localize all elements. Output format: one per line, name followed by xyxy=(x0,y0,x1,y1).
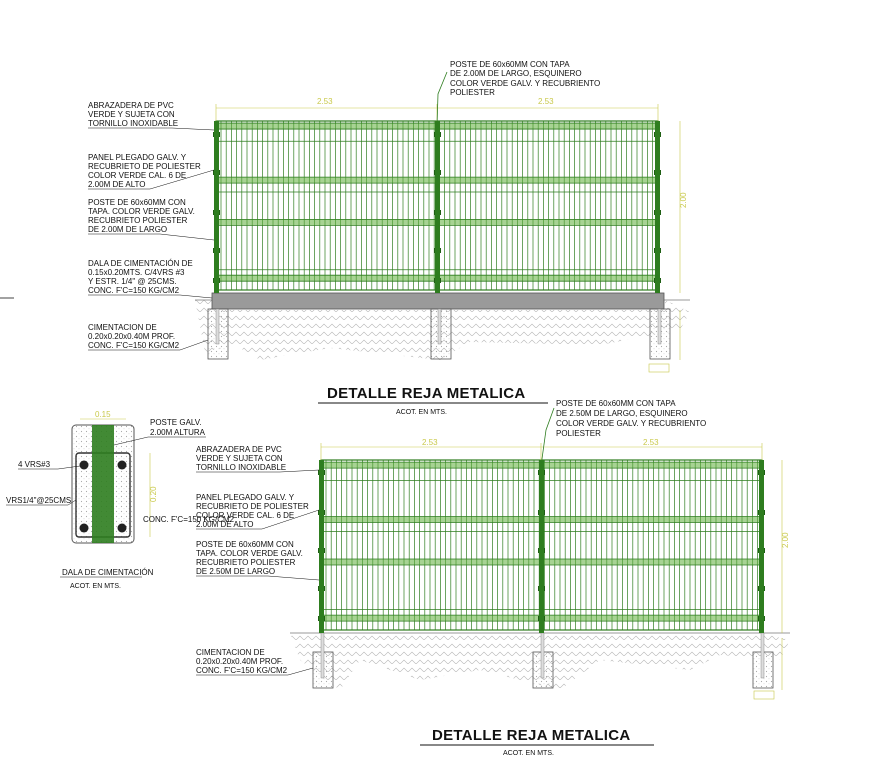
note-footing: 0.20x0.20x0.40M PROF. xyxy=(196,657,283,666)
note-beam: CONC. F'C=150 KG/CM2 xyxy=(88,286,180,295)
post-right xyxy=(655,121,660,293)
note-leader xyxy=(57,465,81,470)
post-note-line: COLOR VERDE GALV. Y RECUBRIENTO xyxy=(450,79,600,88)
note-post: POSTE DE 60x60MM CON xyxy=(88,198,186,207)
dim-height-label: 2.00 xyxy=(679,192,688,208)
note-leader xyxy=(179,294,213,299)
note-leader xyxy=(171,127,215,131)
post-foot-right xyxy=(760,632,765,679)
post-foot-center xyxy=(437,308,442,345)
dim-height-label: 2.00 xyxy=(781,532,790,548)
note-post: DE 2.50M DE LARGO xyxy=(196,567,275,576)
note-post: RECUBRIETO POLIESTER xyxy=(88,216,188,225)
note-post: RECUBRIETO POLIESTER xyxy=(196,558,296,567)
post-leader xyxy=(436,71,448,127)
note-leader xyxy=(279,469,320,473)
post-note-line: POSTE DE 60x60MM CON TAPA xyxy=(450,60,570,69)
note-footing: CONC. F'C=150 KG/CM2 xyxy=(88,341,180,350)
bars-label: 4 VRS#3 xyxy=(18,460,51,469)
post-foot-left xyxy=(320,632,325,679)
note-footing: CIMENTACION DE xyxy=(88,323,157,332)
note-beam: DALA DE CIMENTACIÓN DE xyxy=(88,259,193,268)
post-note-line: DE 2.50M DE LARGO, ESQUINERO xyxy=(556,409,688,418)
section-title: DALA DE CIMENTACIÓN xyxy=(62,568,154,577)
rebar xyxy=(117,460,127,470)
note-leader xyxy=(67,499,77,506)
post-foot-left xyxy=(215,308,220,345)
note-panel: PANEL PLEGADO GALV. Y xyxy=(88,153,187,162)
note-leader xyxy=(159,233,215,241)
note-panel: RECUBRIETO DE POLIESTER xyxy=(196,502,309,511)
stirrup-label: VRS1/4"@25CMS xyxy=(6,496,71,505)
detail-title: DETALLE REJA METALICA xyxy=(327,385,526,402)
dim-right-label: 2.53 xyxy=(643,438,659,447)
note-panel: COLOR VERDE CAL. 6 DE xyxy=(88,171,186,180)
note-post: POSTE DE 60x60MM CON xyxy=(196,540,294,549)
note-clamp: TORNILLO INOXIDABLE xyxy=(88,119,178,128)
note-post: DE 2.00M DE LARGO xyxy=(88,225,167,234)
rebar xyxy=(79,460,89,470)
detail-1: 2.53 2.53 2.00 POSTE DE 60x60MM CON TAPA… xyxy=(88,60,690,416)
post-note-line: DE 2.00M DE LARGO, ESQUINERO xyxy=(450,69,582,78)
note-panel: 2.00M DE ALTO xyxy=(196,520,254,529)
post-note-line: POLIESTER xyxy=(450,88,495,97)
dim-footing-box xyxy=(753,690,775,700)
post-note-line: POLIESTER xyxy=(556,429,601,438)
note-panel: PANEL PLEGADO GALV. Y xyxy=(196,493,295,502)
rebar xyxy=(117,523,127,533)
section-subtitle: ACOT. EN MTS. xyxy=(70,583,121,590)
note-clamp: VERDE Y SUJETA CON xyxy=(88,110,175,119)
note-panel: RECUBRIETO DE POLIESTER xyxy=(88,162,201,171)
note-footing: CIMENTACION DE xyxy=(196,648,265,657)
section-post-note: POSTE GALV. xyxy=(150,418,202,427)
note-beam: 0.15x0.20MTS. C/4VRS #3 xyxy=(88,268,185,277)
post-center xyxy=(539,460,544,633)
note-clamp: VERDE Y SUJETA CON xyxy=(196,454,283,463)
detail-title: DETALLE REJA METALICA xyxy=(432,727,631,744)
post-foot-right xyxy=(657,308,662,345)
note-leader xyxy=(149,169,215,190)
note-leader xyxy=(261,509,320,530)
detail-subtitle: ACOT. EN MTS. xyxy=(396,409,447,416)
post-left xyxy=(214,121,219,293)
dim-right-label: 2.53 xyxy=(538,97,554,106)
note-clamp: TORNILLO INOXIDABLE xyxy=(196,463,286,472)
post-note-line: POSTE DE 60x60MM CON TAPA xyxy=(556,399,676,408)
note-clamp: ABRAZADERA DE PVC xyxy=(196,445,282,454)
post-note-line: COLOR VERDE GALV. Y RECUBRIENTO xyxy=(556,419,706,428)
dim-left-label: 2.53 xyxy=(317,97,333,106)
post-left xyxy=(319,460,324,633)
note-leader xyxy=(179,339,209,351)
post-center xyxy=(435,121,440,293)
foundation-beam xyxy=(211,292,665,310)
section-post-note: 2.00M ALTURA xyxy=(150,428,206,437)
note-panel: 2.00M DE ALTO xyxy=(88,180,146,189)
dim-section-top: 0.15 xyxy=(95,410,111,419)
detail-subtitle: ACOT. EN MTS. xyxy=(503,750,554,757)
detail-2: 2.53 2.53 2.00 POSTE DE 60x60MM CON TAPA… xyxy=(196,399,790,757)
note-beam: Y ESTR. 1/4" @ 25CMS. xyxy=(88,277,177,286)
note-footing: CONC. F'C=150 KG/CM2 xyxy=(196,666,288,675)
dim-left-label: 2.53 xyxy=(422,438,438,447)
concrete-label: CONC. F'C=150 KG/CM2 xyxy=(143,515,235,524)
note-post: TAPA. COLOR VERDE GALV. xyxy=(88,207,195,216)
dim-section-side: 0.20 xyxy=(149,486,158,502)
section-detail: 0.15 0.20 POSTE GALV. 2.00M ALTURA 4 VRS… xyxy=(6,410,235,590)
post-foot-center xyxy=(540,632,545,679)
note-leader xyxy=(113,436,149,446)
note-leader xyxy=(267,575,320,581)
galv-post xyxy=(92,425,114,543)
post-right xyxy=(759,460,764,633)
rebar xyxy=(79,523,89,533)
note-post: TAPA. COLOR VERDE GALV. xyxy=(196,549,303,558)
dim-footing-box xyxy=(648,363,670,373)
note-clamp: ABRAZADERA DE PVC xyxy=(88,101,174,110)
note-leader xyxy=(287,667,314,676)
note-footing: 0.20x0.20x0.40M PROF. xyxy=(88,332,175,341)
post-leader xyxy=(540,407,555,467)
note-panel: COLOR VERDE CAL. 6 DE xyxy=(196,511,294,520)
